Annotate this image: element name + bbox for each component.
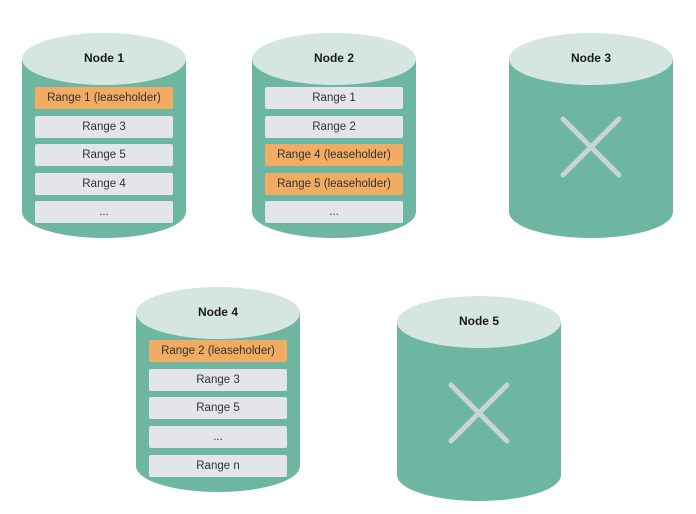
range-box: Range 5: [35, 144, 173, 166]
range-box: ...: [265, 201, 403, 223]
range-box-leaseholder: Range 5 (leaseholder): [265, 173, 403, 195]
node-title: Node 4: [197, 305, 238, 319]
node-down-x-icon: [560, 116, 622, 178]
node-5: Node 5: [397, 296, 561, 501]
cylinder-top: [397, 296, 561, 348]
range-box: Range n: [149, 455, 287, 477]
node-title: Node 2: [313, 51, 354, 65]
cylinder-top: [22, 33, 186, 85]
node-title: Node 1: [83, 51, 124, 65]
range-box: Range 3: [149, 369, 287, 391]
node-down-x-icon: [448, 382, 510, 444]
range-box-leaseholder: Range 2 (leaseholder): [149, 340, 287, 362]
node-1: Node 1 Range 1 (leaseholder) Range 3 Range …: [22, 33, 186, 238]
node-title: Node 3: [570, 51, 611, 65]
range-box-leaseholder: Range 1 (leaseholder): [35, 87, 173, 109]
range-box: Range 5: [149, 397, 287, 419]
range-box: ...: [149, 426, 287, 448]
range-box: ...: [35, 201, 173, 223]
node-4: Node 4 Range 2 (leaseholder) Range 3 Range …: [136, 287, 300, 492]
range-box: Range 1: [265, 87, 403, 109]
cylinder-top: [252, 33, 416, 85]
node-title: Node 5: [458, 314, 499, 328]
range-box: Range 4: [35, 173, 173, 195]
cylinder-top: [136, 287, 300, 339]
range-box: Range 2: [265, 116, 403, 138]
cylinder-top: [509, 33, 673, 85]
range-box-leaseholder: Range 4 (leaseholder): [265, 144, 403, 166]
range-box: Range 3: [35, 116, 173, 138]
node-2: Node 2 Range 1 Range 2 Range 4 (leaseholder…: [252, 33, 416, 238]
node-3: Node 3: [509, 33, 673, 238]
